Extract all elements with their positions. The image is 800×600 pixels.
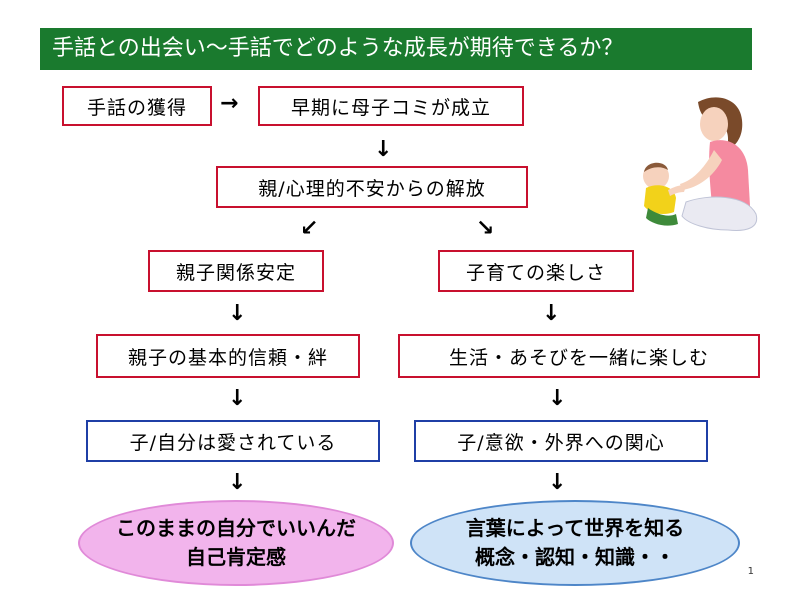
- slide-title: 手話との出会い～手話でどのような成長が期待できるか？: [40, 28, 752, 70]
- world-knowledge-outcome: 言葉によって世界を知る 概念・認知・知識・・: [410, 500, 740, 586]
- child-curiosity-box: 子/意欲・外界への関心: [414, 420, 708, 462]
- mother-and-baby-illustration: [643, 97, 758, 231]
- early-communication-box: 早期に母子コミが成立: [258, 86, 524, 126]
- world-knowledge-line2: 概念・認知・知識・・: [475, 545, 675, 569]
- basic-trust-box: 親子の基本的信頼・絆: [96, 334, 360, 378]
- parenting-joy-box: 子育ての楽しさ: [438, 250, 634, 292]
- down-arrow: ↓: [548, 470, 567, 495]
- bond-stable-box: 親子関係安定: [148, 250, 324, 292]
- down-arrow: ↓: [548, 386, 567, 411]
- sign-acquisition-box: 手話の獲得: [62, 86, 212, 126]
- down-arrow: ↓: [228, 386, 247, 411]
- down-arrow: ↓: [374, 137, 393, 162]
- self-esteem-line1: このままの自分でいいんだ: [116, 516, 356, 540]
- down-arrow: ↓: [228, 470, 247, 495]
- enjoy-together-box: 生活・あそびを一緒に楽しむ: [398, 334, 760, 378]
- down-arrow: ↓: [542, 301, 561, 326]
- parent-relief-box: 親/心理的不安からの解放: [216, 166, 528, 208]
- child-loved-box: 子/自分は愛されている: [86, 420, 380, 462]
- slide-number: 1: [747, 566, 754, 577]
- world-knowledge-line1: 言葉によって世界を知る: [465, 516, 685, 540]
- down-left-arrow: ↙: [300, 216, 319, 241]
- down-arrow: ↓: [228, 301, 247, 326]
- self-esteem-line2: 自己肯定感: [186, 545, 286, 569]
- right-arrow: →: [220, 91, 239, 116]
- self-esteem-outcome: このままの自分でいいんだ 自己肯定感: [78, 500, 394, 586]
- down-right-arrow: ↘: [476, 216, 495, 241]
